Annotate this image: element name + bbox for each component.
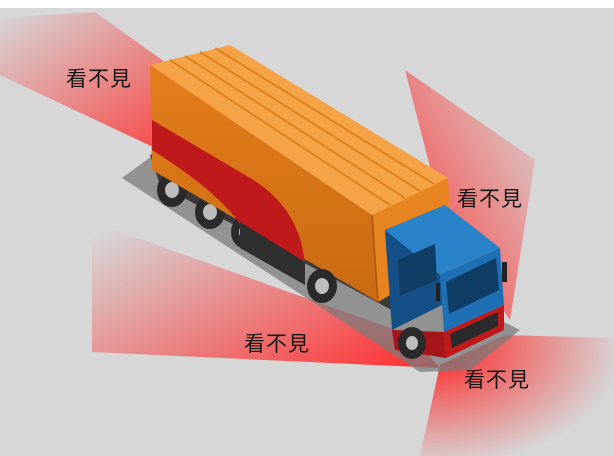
trailer-skirt: [240, 222, 305, 285]
grille: [450, 312, 498, 348]
front-blind-spot-label: 看不見: [464, 368, 530, 392]
trailer-stripe: [152, 120, 305, 276]
side-window: [398, 244, 437, 296]
left-side-blind-spot-label: 看不見: [244, 332, 310, 356]
right-side-blind-spot-label: 看不見: [457, 187, 523, 211]
windshield: [446, 258, 499, 314]
rear-blind-spot-label: 看不見: [66, 67, 132, 91]
container-side: [150, 65, 378, 302]
right-side-blind-zone: [405, 70, 535, 320]
trailer-wheels: [307, 269, 337, 303]
truck-cab: [385, 205, 507, 358]
left-side-blind-zone: [92, 222, 440, 368]
front-wheel: [398, 327, 426, 359]
container-ribs: [169, 47, 435, 206]
